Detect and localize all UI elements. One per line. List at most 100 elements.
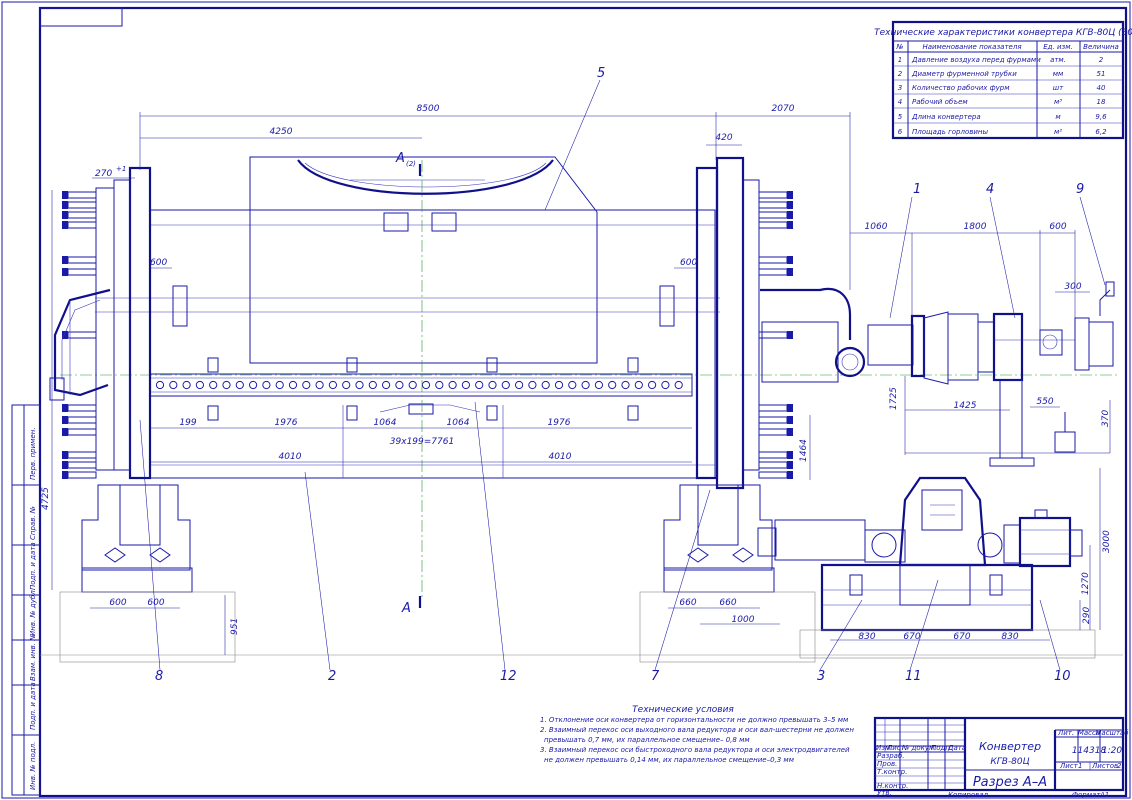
dim-600-left: 600 xyxy=(150,258,167,268)
bolts-right-bolt-5 xyxy=(758,256,788,264)
technical-notes: Технические условия 1. Отклонение оси ко… xyxy=(540,705,854,764)
dim-550: 550 xyxy=(1036,397,1053,407)
tuyere-34 xyxy=(594,380,604,390)
dim-951: 951 xyxy=(230,618,240,635)
dim-drive-670-b: 670 xyxy=(953,632,970,642)
bolts-right-nut-7 xyxy=(787,331,793,339)
callout-5: 5 xyxy=(597,66,605,81)
stamp-sprav: Справ. № xyxy=(29,506,37,540)
spec-row-5-col-2: м xyxy=(1055,113,1061,121)
tuyere-39 xyxy=(661,380,670,390)
bolts-left-nut-4 xyxy=(62,221,68,229)
dim-3000: 3000 xyxy=(1102,530,1112,553)
bolts-left-bolt-11 xyxy=(67,451,97,459)
callout-8: 8 xyxy=(155,669,163,684)
spec-h3: Величина xyxy=(1083,43,1119,51)
dim-drive-670-a: 670 xyxy=(903,632,920,642)
dim-199: 199 xyxy=(179,418,196,428)
dim-1425: 1425 xyxy=(954,401,977,411)
dim-1000: 1000 xyxy=(732,615,755,625)
dim-1976-b: 1976 xyxy=(548,418,571,428)
tuyere-8 xyxy=(249,380,258,390)
title-block: Конвертер КГВ-80Ц Разрез А–А Лит. Масса … xyxy=(873,716,1129,799)
bolts-left-nut-1 xyxy=(62,191,68,199)
tuyere-32 xyxy=(568,380,577,390)
tuyere-18 xyxy=(382,380,391,390)
title-col-mass: Масса xyxy=(1078,729,1100,737)
bolts-left-bolt-3 xyxy=(67,211,97,219)
title-person-4: Н.контр. xyxy=(877,782,908,790)
tuyere-15 xyxy=(342,380,351,390)
bolts-right-bolt-4 xyxy=(758,221,788,229)
title-section: Разрез А–А xyxy=(973,775,1047,790)
tuyere-22 xyxy=(435,380,444,390)
tuyere-35 xyxy=(608,380,617,390)
spec-row-4-col-1: Рабочий объем xyxy=(912,98,968,106)
bolts-left-bolt-8 xyxy=(67,404,97,412)
tuyere-10 xyxy=(275,380,284,390)
dim-2070: 2070 xyxy=(772,104,795,114)
tuyere-21 xyxy=(421,380,431,390)
dim-4250: 4250 xyxy=(270,127,293,137)
dim-1464: 1464 xyxy=(799,439,809,462)
bolts-right-nut-13 xyxy=(787,471,793,479)
title-role-2: № докум. xyxy=(901,744,937,752)
dim-4010-a: 4010 xyxy=(279,452,302,462)
tuyere-40 xyxy=(674,380,683,390)
left-pedestal xyxy=(59,484,236,663)
tuyere-4 xyxy=(195,380,204,390)
bolts-right-nut-1 xyxy=(787,191,793,199)
bolts-left-bolt-9 xyxy=(67,416,97,424)
tuyere-20 xyxy=(408,380,417,390)
bolts-right-bolt-2 xyxy=(758,201,788,209)
bolts-left-bolt-10 xyxy=(67,428,97,436)
bolts-left-nut-12 xyxy=(62,461,68,469)
bolts-left-bolt-13 xyxy=(67,471,97,479)
dim-8500: 8500 xyxy=(417,104,440,114)
spec-row-1-col-1: Давление воздуха перед фурмами xyxy=(911,56,1041,64)
title-name2: КГВ-80Ц xyxy=(990,757,1029,767)
spec-row-2-col-3: 51 xyxy=(1097,70,1106,78)
title-col-scale: Масштаб xyxy=(1095,729,1129,737)
dim-270-sup: +1 xyxy=(116,165,126,173)
bolts-right-bolt-6 xyxy=(758,268,788,276)
bolts-left-nut-8 xyxy=(62,404,68,412)
bolts-left-nut-7 xyxy=(62,331,68,339)
dim-drive-830-b: 830 xyxy=(1001,632,1018,642)
title-format-label: Формат xyxy=(1072,791,1101,799)
spec-row-1-col-2: атм. xyxy=(1050,56,1066,64)
tuyere-27 xyxy=(501,380,510,390)
dim-base-600-a: 600 xyxy=(109,598,126,608)
dim-base-660-a: 660 xyxy=(679,598,696,608)
notes-title: Технические условия xyxy=(632,705,734,715)
spec-h2: Ед. изм. xyxy=(1043,43,1073,51)
tuyere-11 xyxy=(288,380,298,390)
section-mark-bottom: А xyxy=(401,601,411,616)
spec-row-3-col-0: 3 xyxy=(898,84,902,92)
bolts-right-nut-10 xyxy=(787,428,793,436)
bolts-right-nut-3 xyxy=(787,211,793,219)
spec-table: Технические характеристики конвертера КГ… xyxy=(874,20,1132,140)
tuyere-16 xyxy=(355,380,364,390)
title-role-0: Изм. xyxy=(876,744,892,752)
tuyere-24 xyxy=(461,380,470,390)
dim-drive-830-a: 830 xyxy=(858,632,875,642)
bolts-right-bolt-7 xyxy=(758,331,788,339)
title-sheets-val: 2 xyxy=(1117,762,1122,770)
dim-4725: 4725 xyxy=(41,487,51,510)
title-person-2: Т.контр. xyxy=(877,768,907,776)
stamp-vzam: Взам. инв. № xyxy=(29,633,37,681)
title-role-1: Лист xyxy=(886,744,906,752)
bolts-right-nut-11 xyxy=(787,451,793,459)
tuyere-33 xyxy=(581,380,590,390)
title-person-1: Пров. xyxy=(877,760,897,768)
callout-9: 9 xyxy=(1076,182,1084,197)
note-line-2: 2. Взаимный перекос оси выходного вала р… xyxy=(540,726,854,734)
leader-lines xyxy=(139,79,1106,671)
title-sheet-val: 1 xyxy=(1078,762,1082,770)
dim-1060: 1060 xyxy=(865,222,888,232)
spec-h0: № xyxy=(895,43,903,51)
dim-270: 270 xyxy=(95,169,112,179)
right-support-ring xyxy=(695,156,793,490)
stamp-podp2: Подп. и дата xyxy=(29,682,37,730)
